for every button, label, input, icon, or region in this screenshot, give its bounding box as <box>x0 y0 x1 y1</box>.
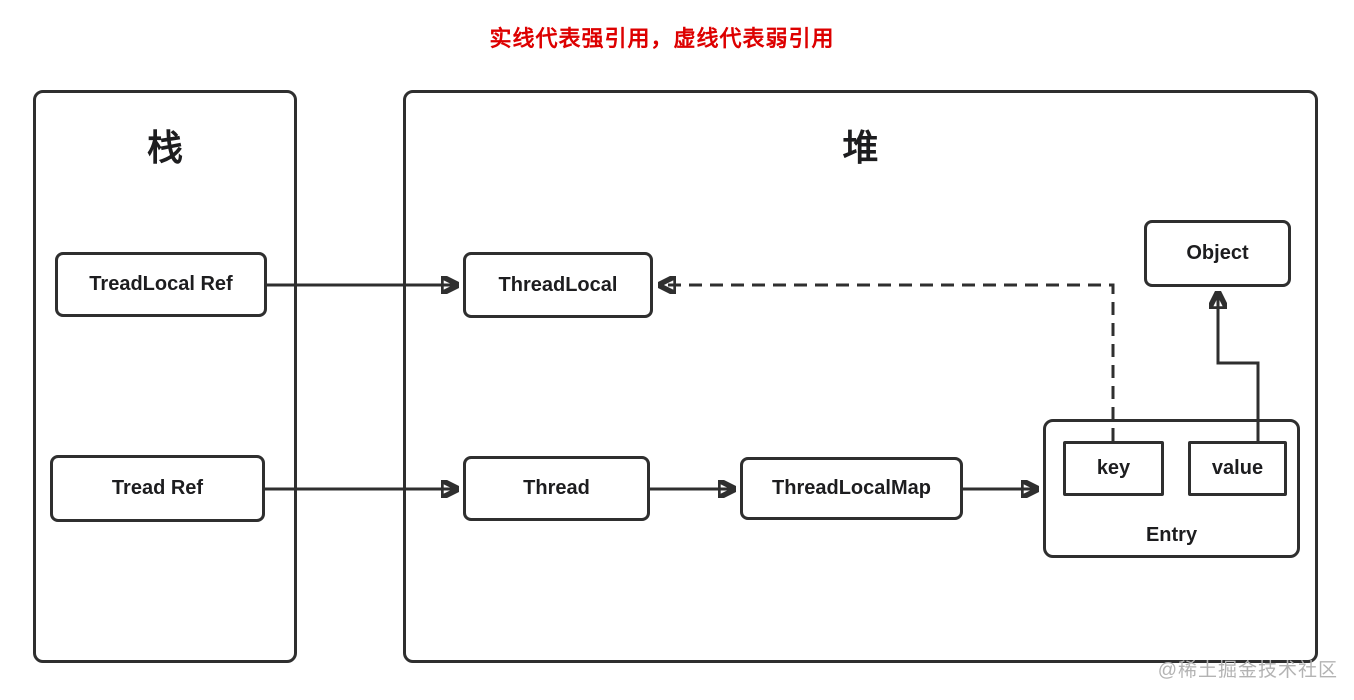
stack-region: 栈 <box>33 90 297 663</box>
node-treadlocal-ref: TreadLocal Ref <box>55 252 267 317</box>
node-thread: Thread <box>463 456 650 521</box>
node-tread-ref: Tread Ref <box>50 455 265 522</box>
legend-title: 实线代表强引用，虚线代表弱引用 <box>489 26 835 51</box>
node-key: key <box>1063 441 1164 496</box>
stack-region-title: 栈 <box>146 127 183 168</box>
node-threadlocal: ThreadLocal <box>463 252 653 318</box>
watermark: @稀土掘金技术社区 <box>1157 660 1338 681</box>
heap-region-title: 堆 <box>842 127 879 168</box>
heap-region: 堆 <box>403 90 1318 663</box>
node-object: Object <box>1144 220 1291 287</box>
entry-label: Entry <box>1145 524 1198 546</box>
node-threadlocalmap: ThreadLocalMap <box>740 457 963 520</box>
node-value: value <box>1188 441 1287 496</box>
